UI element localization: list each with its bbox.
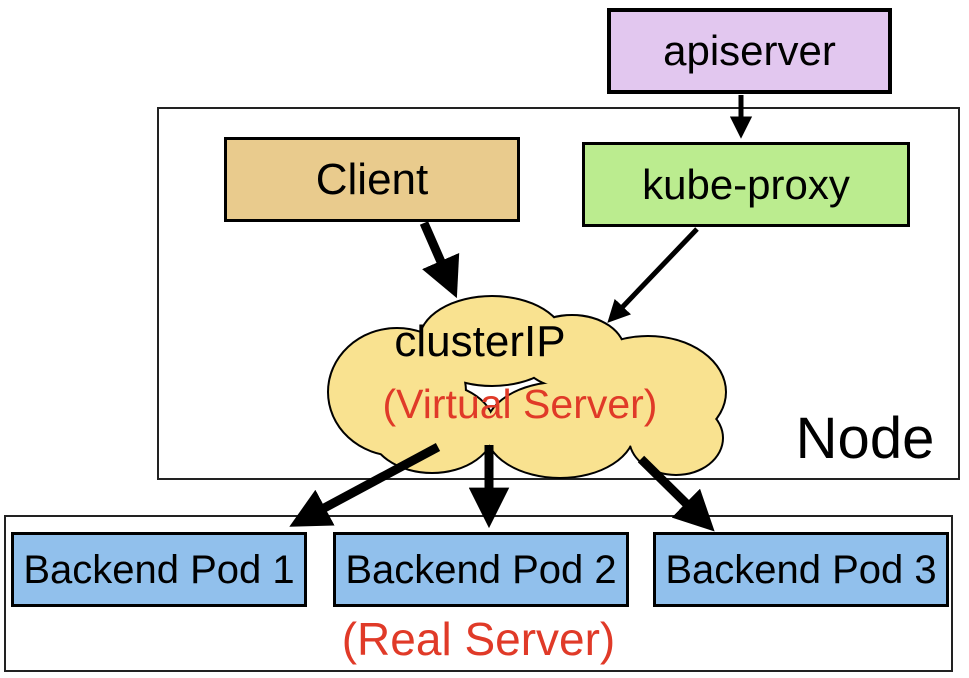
kube-proxy-box: kube-proxy — [582, 142, 910, 227]
backend-pod-3-box: Backend Pod 3 — [653, 532, 949, 607]
virtual-server-label: (Virtual Server) — [382, 381, 658, 427]
client-label: Client — [315, 154, 429, 204]
real-server-label: (Real Server) — [341, 613, 616, 665]
kube-proxy-label: kube-proxy — [642, 160, 850, 208]
backend-pod-3-label: Backend Pod 3 — [665, 547, 937, 592]
node-label: Node — [795, 406, 935, 471]
backend-pod-2-label: Backend Pod 2 — [345, 547, 617, 592]
client-box: Client — [224, 137, 520, 222]
cluster-ip-label: clusterIP — [394, 317, 566, 366]
backend-pod-1-box: Backend Pod 1 — [11, 532, 307, 607]
backend-pod-1-label: Backend Pod 1 — [23, 547, 295, 592]
apiserver-box: apiserver — [607, 8, 892, 94]
backend-pod-2-box: Backend Pod 2 — [333, 532, 629, 607]
apiserver-label: apiserver — [663, 27, 836, 74]
